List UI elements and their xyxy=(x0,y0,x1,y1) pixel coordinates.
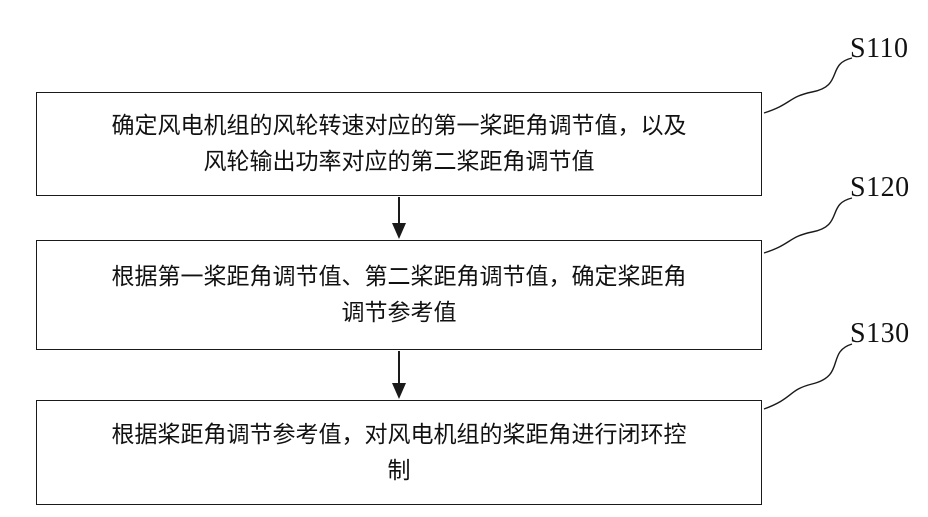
connector-s130 xyxy=(763,343,853,410)
flow-step-2-text-line-2: 调节参考值 xyxy=(341,300,457,325)
flow-step-2-box: 根据第一桨距角调节值、第二桨距角调节值，确定桨距角 调节参考值 xyxy=(36,240,762,350)
flow-step-3-text-line-2: 制 xyxy=(387,457,411,483)
flow-step-2-text-line-1: 根据第一桨距角调节值、第二桨距角调节值，确定桨距角 xyxy=(111,264,687,289)
connector-s110 xyxy=(763,57,853,114)
arrow-step1-to-step2 xyxy=(392,197,406,239)
flow-step-1-text-line-2: 风轮输出功率对应的第二桨距角调节值 xyxy=(203,149,595,174)
step-label-s130: S130 xyxy=(850,318,910,349)
step-label-s110: S110 xyxy=(850,33,909,64)
flow-step-1-box: 确定风电机组的风轮转速对应的第一桨距角调节值，以及 风轮输出功率对应的第二桨距角… xyxy=(36,92,762,196)
flow-step-1-text-line-1: 确定风电机组的风轮转速对应的第一桨距角调节值，以及 xyxy=(111,113,687,138)
step-label-s120: S120 xyxy=(850,172,910,203)
arrow-step2-to-step3 xyxy=(392,351,406,399)
flow-step-3-box: 根据桨距角调节参考值，对风电机组的桨距角进行闭环控 制 xyxy=(36,400,762,505)
connector-s120 xyxy=(763,197,853,254)
flow-step-3-text-line-1: 根据桨距角调节参考值，对风电机组的桨距角进行闭环控 xyxy=(111,421,687,447)
